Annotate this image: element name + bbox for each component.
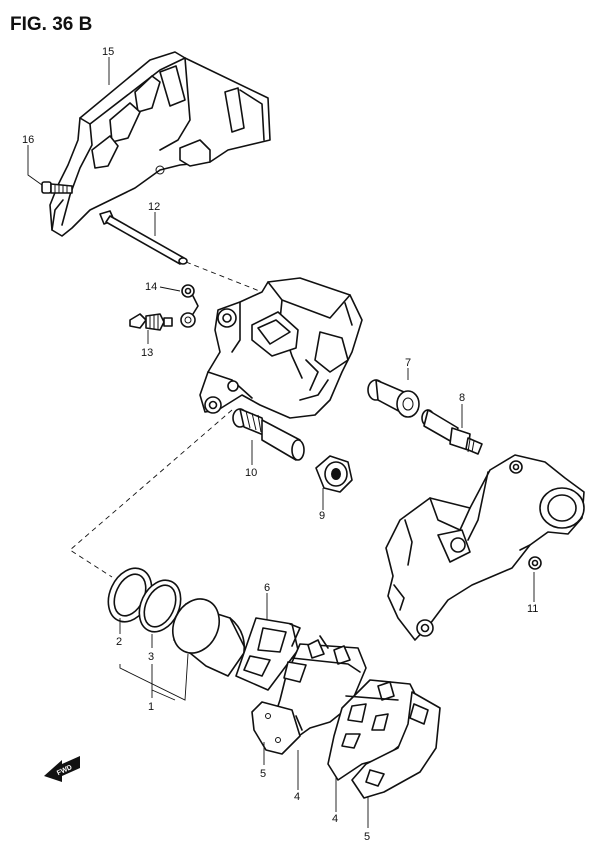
callout-4a: 4 (294, 791, 300, 803)
callout-3: 3 (148, 651, 154, 663)
figure-title: FIG. 36 B (10, 14, 92, 35)
callout-2: 2 (116, 636, 122, 648)
callout-4b: 4 (332, 813, 338, 825)
callout-9-label: 9 (319, 510, 326, 522)
part-7-sleeve-boot (367, 379, 420, 418)
part-6-shim (235, 617, 301, 691)
part-9-boot (315, 455, 353, 493)
callout-15: 15 (102, 46, 114, 58)
callout-10: 10 (245, 467, 257, 479)
caliper-body (199, 277, 363, 419)
piston (172, 598, 247, 677)
shim-5-outer (351, 691, 441, 799)
axis-line-12 (185, 261, 263, 293)
callout-13: 13 (141, 347, 153, 359)
callout-7: 7 (405, 357, 411, 369)
callout-8: 8 (459, 392, 465, 404)
shim-5-inner (251, 701, 301, 755)
callout-5a: 5 (260, 768, 266, 780)
part-10-pin-sleeve (232, 408, 305, 461)
callout-1: 1 (148, 701, 154, 713)
callout-labels: 15 16 12 14 13 7 8 10 10 9 9 6 2 3 1 5 4… (22, 46, 465, 843)
part-8-bolt (421, 409, 483, 455)
part-3-seal (138, 579, 182, 633)
part-13-bleeder-valve (129, 313, 173, 331)
callout-5b: 5 (364, 831, 370, 843)
brake-pad-4-outer (327, 679, 421, 781)
callout-6: 6 (264, 582, 270, 594)
callout-12: 12 (148, 201, 160, 213)
callout-16: 16 (22, 134, 34, 146)
part-11-caliper-bracket (385, 454, 585, 641)
leader-lines (27, 57, 535, 828)
axis-line-caliper-to-piston (69, 409, 233, 578)
part-2-seal (107, 567, 153, 623)
part-16-bolt (41, 181, 73, 194)
callout-14: 14 (145, 281, 157, 293)
part-12-pin (99, 210, 188, 265)
callout-11-label: 11 (527, 603, 539, 615)
part-15-caliper-guard (49, 51, 271, 237)
part-14-cap (180, 284, 199, 328)
forward-arrow-icon: FWD (44, 756, 80, 782)
